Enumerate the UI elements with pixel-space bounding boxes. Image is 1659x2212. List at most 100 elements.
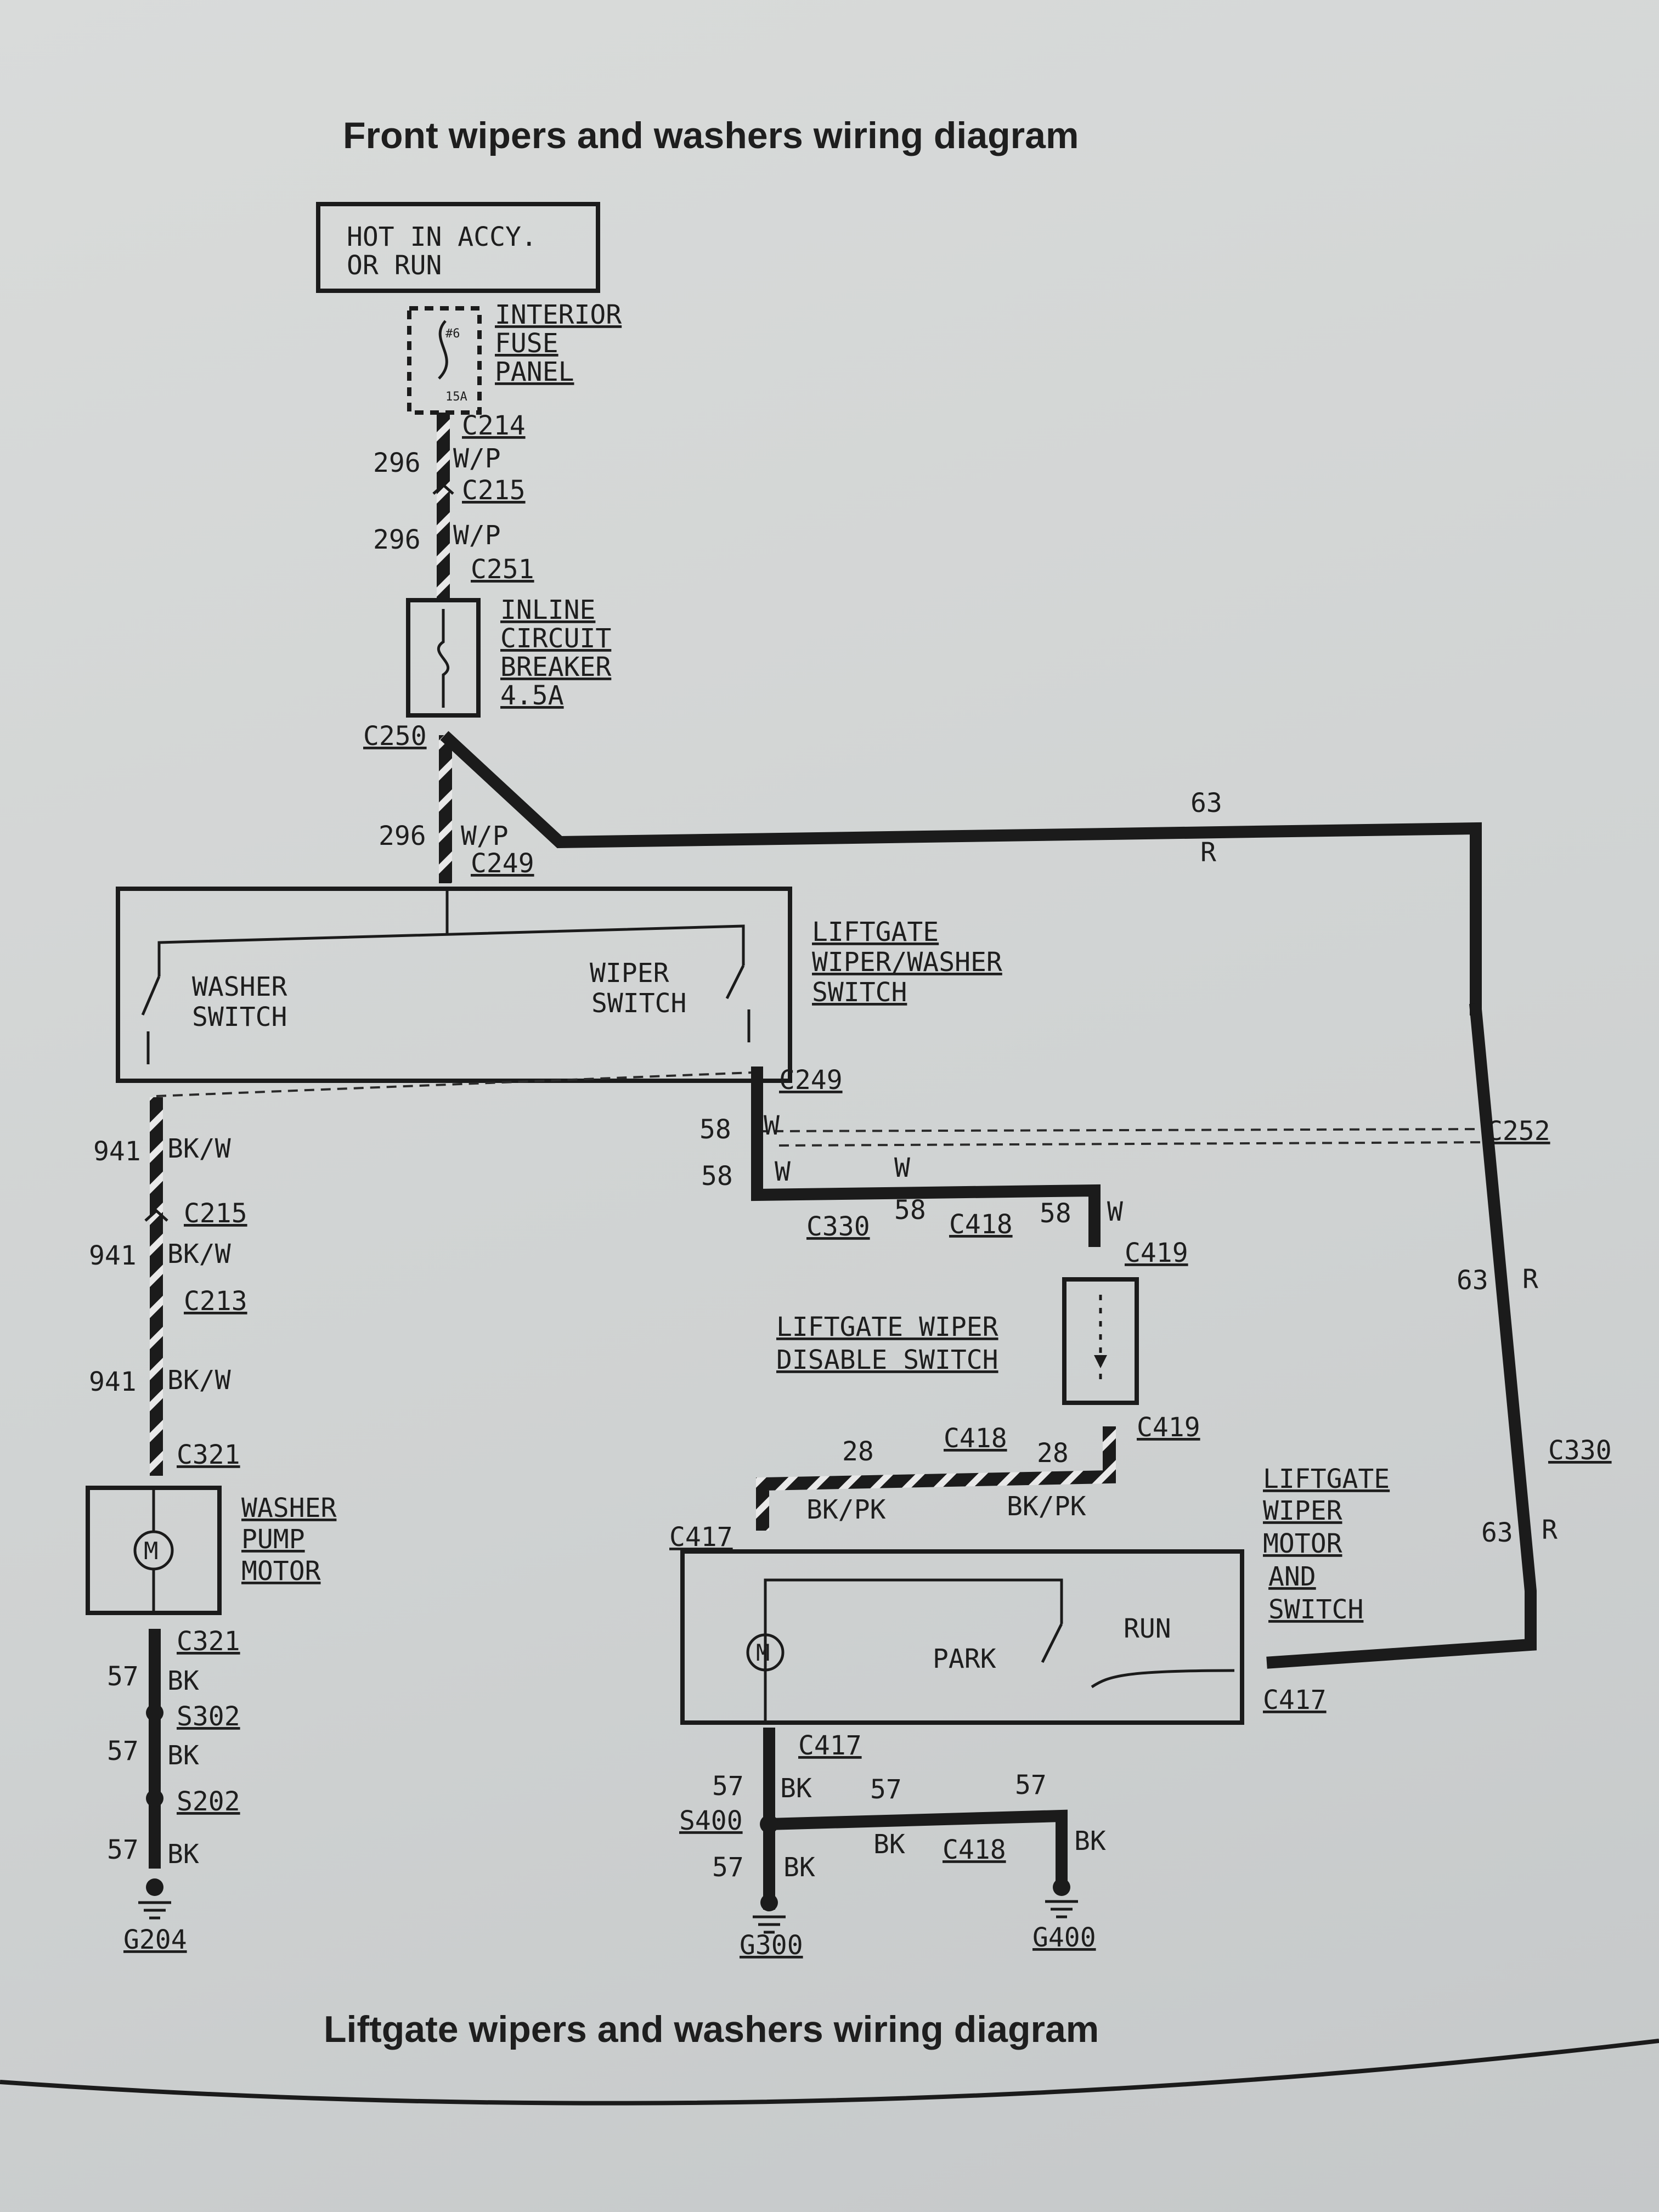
ground-g300-icon xyxy=(753,1915,786,1934)
splice-s202 xyxy=(146,1790,163,1807)
washer-switch-label-1: WASHER xyxy=(192,972,287,1002)
ground-g400-label: G400 xyxy=(1032,1922,1096,1953)
ground-g204-icon xyxy=(138,1901,171,1920)
ground-g204-label: G204 xyxy=(123,1925,187,1955)
connector-c215-lower-symbol xyxy=(144,1209,168,1222)
connector-c249-top: C249 xyxy=(471,848,534,879)
wiper-motor-symbol: M xyxy=(756,1639,770,1666)
disable-switch-box xyxy=(1062,1277,1139,1405)
page-edge-line xyxy=(0,2039,1659,2106)
pump-motor-label-2: PUMP xyxy=(241,1524,305,1555)
pump-motor-symbol: M xyxy=(144,1537,159,1565)
liftgate-switch-box xyxy=(116,887,792,1083)
wire-58 xyxy=(751,1066,1101,1247)
fuse-panel-label-2: FUSE xyxy=(495,328,558,359)
wire-941b-number: 941 xyxy=(89,1240,137,1271)
wire-57f-number: 57 xyxy=(1015,1770,1047,1801)
liftgate-switch-label-1: LIFTGATE xyxy=(812,917,939,947)
wire-28b-color: BK/PK xyxy=(1007,1491,1086,1522)
breaker-label-4: 4.5A xyxy=(500,680,564,711)
wiper-switch-label-2: SWITCH xyxy=(591,988,686,1019)
pump-motor-label-1: WASHER xyxy=(241,1493,336,1523)
disable-switch-label-2: DISABLE SWITCH xyxy=(776,1345,998,1375)
ground-g400-icon xyxy=(1045,1900,1078,1918)
connector-c252: C252 xyxy=(1487,1116,1550,1147)
wire-57-branch-g400 xyxy=(763,1809,1068,1888)
fuse-rating: 15A xyxy=(445,390,467,404)
connector-c250: C250 xyxy=(363,721,427,752)
wire-63c-color: R xyxy=(1542,1515,1558,1545)
disable-switch-arrow-icon xyxy=(1094,1355,1107,1368)
wire-57b-number: 57 xyxy=(107,1736,139,1767)
wire-63a-number: 63 xyxy=(1190,788,1222,819)
wire-28a-number: 28 xyxy=(842,1436,874,1467)
breaker-label-3: BREAKER xyxy=(500,652,611,682)
connector-boundary-c252-upper xyxy=(757,1128,1493,1132)
connector-c330-left: C330 xyxy=(806,1211,870,1242)
wire-63b-color: R xyxy=(1522,1264,1538,1295)
circuit-breaker-box xyxy=(406,598,481,718)
ground-g300-label: G300 xyxy=(740,1930,803,1961)
wire-57c-color: BK xyxy=(167,1839,199,1870)
top-title: Front wipers and washers wiring diagram xyxy=(343,115,1079,156)
connector-c251: C251 xyxy=(471,554,534,585)
wire-57f-color: BK xyxy=(1074,1826,1106,1857)
wire-57g-color: BK xyxy=(783,1852,815,1883)
wire-63c-number: 63 xyxy=(1481,1517,1513,1548)
wire-58d-number: 58 xyxy=(894,1195,926,1226)
wire-58a-number: 58 xyxy=(699,1114,731,1145)
wire-58e-color: W xyxy=(1107,1197,1123,1227)
wiper-motor-label-5: SWITCH xyxy=(1268,1594,1363,1625)
connector-c417-upper: C417 xyxy=(669,1522,733,1553)
power-source-box xyxy=(316,202,600,293)
power-source-line2: OR RUN xyxy=(347,250,442,281)
fuse-panel-label-3: PANEL xyxy=(495,357,574,387)
breaker-label-1: INLINE xyxy=(500,595,595,625)
switch-bus-line xyxy=(157,924,745,977)
wire-58e-number: 58 xyxy=(1040,1198,1071,1229)
fuse-icon xyxy=(438,320,448,380)
wire-58b-color: W xyxy=(775,1156,791,1187)
wiper-motor-label-4: AND xyxy=(1268,1561,1316,1592)
wire-28 xyxy=(756,1426,1116,1531)
ground-g204-symbol xyxy=(146,1878,163,1896)
connector-c417-right: C417 xyxy=(1263,1685,1327,1716)
wire-63a-color: R xyxy=(1200,837,1216,868)
wire-57a-number: 57 xyxy=(107,1661,139,1692)
ground-g400-symbol xyxy=(1053,1878,1070,1896)
wiper-motor-label-3: MOTOR xyxy=(1263,1528,1342,1559)
wire-941a-number: 941 xyxy=(93,1136,141,1167)
breaker-label-2: CIRCUIT xyxy=(500,623,611,654)
wiper-motor-icon xyxy=(746,1633,785,1672)
wire-57d-color: BK xyxy=(780,1773,812,1804)
splice-s302-label: S302 xyxy=(177,1701,240,1732)
wire-941a-color: BK/W xyxy=(167,1133,231,1164)
connector-c419-upper: C419 xyxy=(1125,1238,1188,1268)
wire-58a-color: W xyxy=(764,1110,780,1141)
wire-63-top xyxy=(440,731,1482,1015)
wire-57d-number: 57 xyxy=(712,1771,744,1802)
wiper-contact-icon xyxy=(725,964,751,1042)
wire-57e-number: 57 xyxy=(870,1774,902,1805)
wiper-motor-internal-line xyxy=(764,1578,1063,1723)
wire-58b-number: 58 xyxy=(701,1161,733,1192)
connector-c418-upper: C418 xyxy=(949,1209,1013,1240)
wire-57c-number: 57 xyxy=(107,1835,139,1865)
run-label: RUN xyxy=(1124,1613,1171,1644)
disable-switch-label-1: LIFTGATE WIPER xyxy=(776,1312,998,1342)
wire-57b-color: BK xyxy=(167,1740,199,1771)
liftgate-switch-label-2: WIPER/WASHER xyxy=(812,947,1002,978)
wire-296a-number: 296 xyxy=(373,448,421,478)
connector-c215-symbol xyxy=(432,483,454,495)
wire-57g-number: 57 xyxy=(712,1852,744,1883)
washer-switch-label-2: SWITCH xyxy=(192,1002,287,1032)
connector-c418-lower: C418 xyxy=(943,1835,1006,1865)
wiper-motor-label-1: LIFTGATE xyxy=(1263,1464,1390,1494)
splice-s400-label: S400 xyxy=(679,1805,743,1836)
wire-296a-color: W/P xyxy=(453,443,501,474)
washer-contact-icon xyxy=(141,976,161,1064)
connector-c214: C214 xyxy=(462,410,526,441)
wire-57a-color: BK xyxy=(167,1666,199,1696)
connector-c215-upper: C215 xyxy=(462,475,526,506)
park-run-contact-icon xyxy=(1041,1623,1235,1689)
